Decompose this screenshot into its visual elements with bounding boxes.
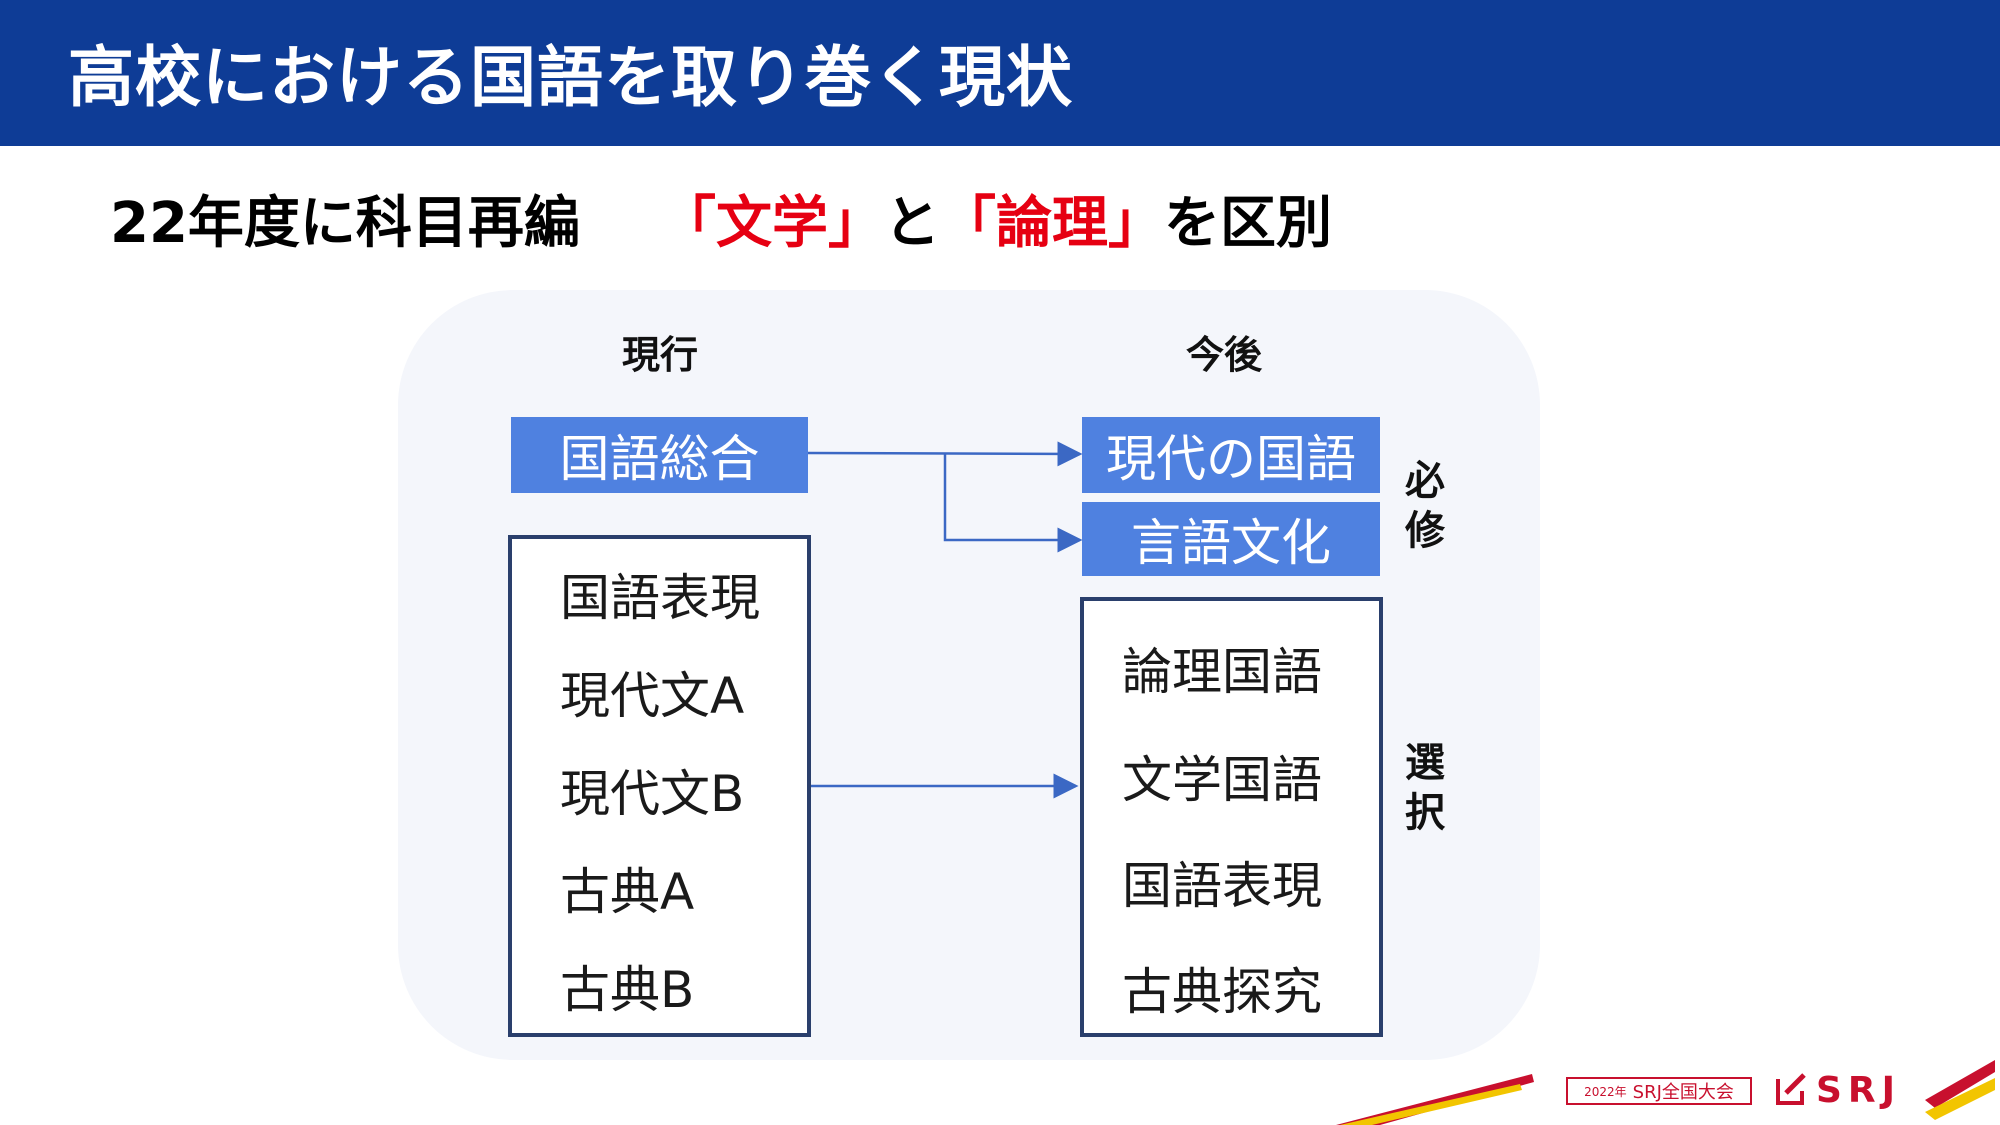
current-elective-item: 国語表現: [560, 569, 760, 627]
pencil-check-icon: [1776, 1073, 1806, 1105]
srj-logo-text: SRJ: [1816, 1069, 1902, 1111]
subtitle: 22年度に科目再編 「文学」と「論理」を区別: [110, 178, 1332, 259]
current-elective-item: 古典A: [560, 863, 695, 921]
current-elective-item: 現代文B: [560, 765, 745, 823]
required-label: 必修: [1405, 458, 1445, 554]
future-required-box-2: 言語文化: [1082, 502, 1380, 576]
elective-label: 選択: [1405, 740, 1445, 836]
event-badge-year: 2022年: [1584, 1084, 1627, 1099]
event-badge: 2022年 SRJ全国大会: [1566, 1077, 1752, 1105]
subtitle-logic: 「論理」: [939, 191, 1164, 256]
subtitle-lead: 22年度に科目再編: [110, 191, 580, 256]
current-elective-item: 現代文A: [560, 667, 745, 725]
subtitle-literature: 「文学」: [659, 191, 884, 256]
current-heading: 現行: [621, 333, 698, 377]
current-electives-box: [508, 535, 811, 1037]
future-electives-box: [1080, 597, 1383, 1037]
srj-logo: SRJ: [1774, 1068, 1901, 1112]
future-heading: 今後: [1185, 333, 1262, 377]
page-title: 高校における国語を取り巻く現状: [68, 39, 1073, 116]
future-required-box-1: 現代の国語: [1082, 417, 1380, 493]
future-elective-item: 古典探究: [1122, 963, 1322, 1021]
arrow-to-language-culture: [943, 454, 1083, 553]
future-elective-item: 論理国語: [1122, 643, 1322, 701]
current-required-box: 国語総合: [511, 417, 808, 493]
event-badge-text: SRJ全国大会: [1632, 1082, 1734, 1103]
arrow-to-modern-japanese: [807, 441, 1083, 467]
subtitle-and: と: [883, 191, 940, 256]
future-elective-item: 文学国語: [1122, 751, 1322, 809]
subtitle-tail: を区別: [1163, 191, 1332, 256]
current-elective-item: 古典B: [560, 961, 695, 1019]
future-elective-item: 国語表現: [1122, 857, 1322, 915]
header-bar: 高校における国語を取り巻く現状: [0, 0, 2000, 146]
